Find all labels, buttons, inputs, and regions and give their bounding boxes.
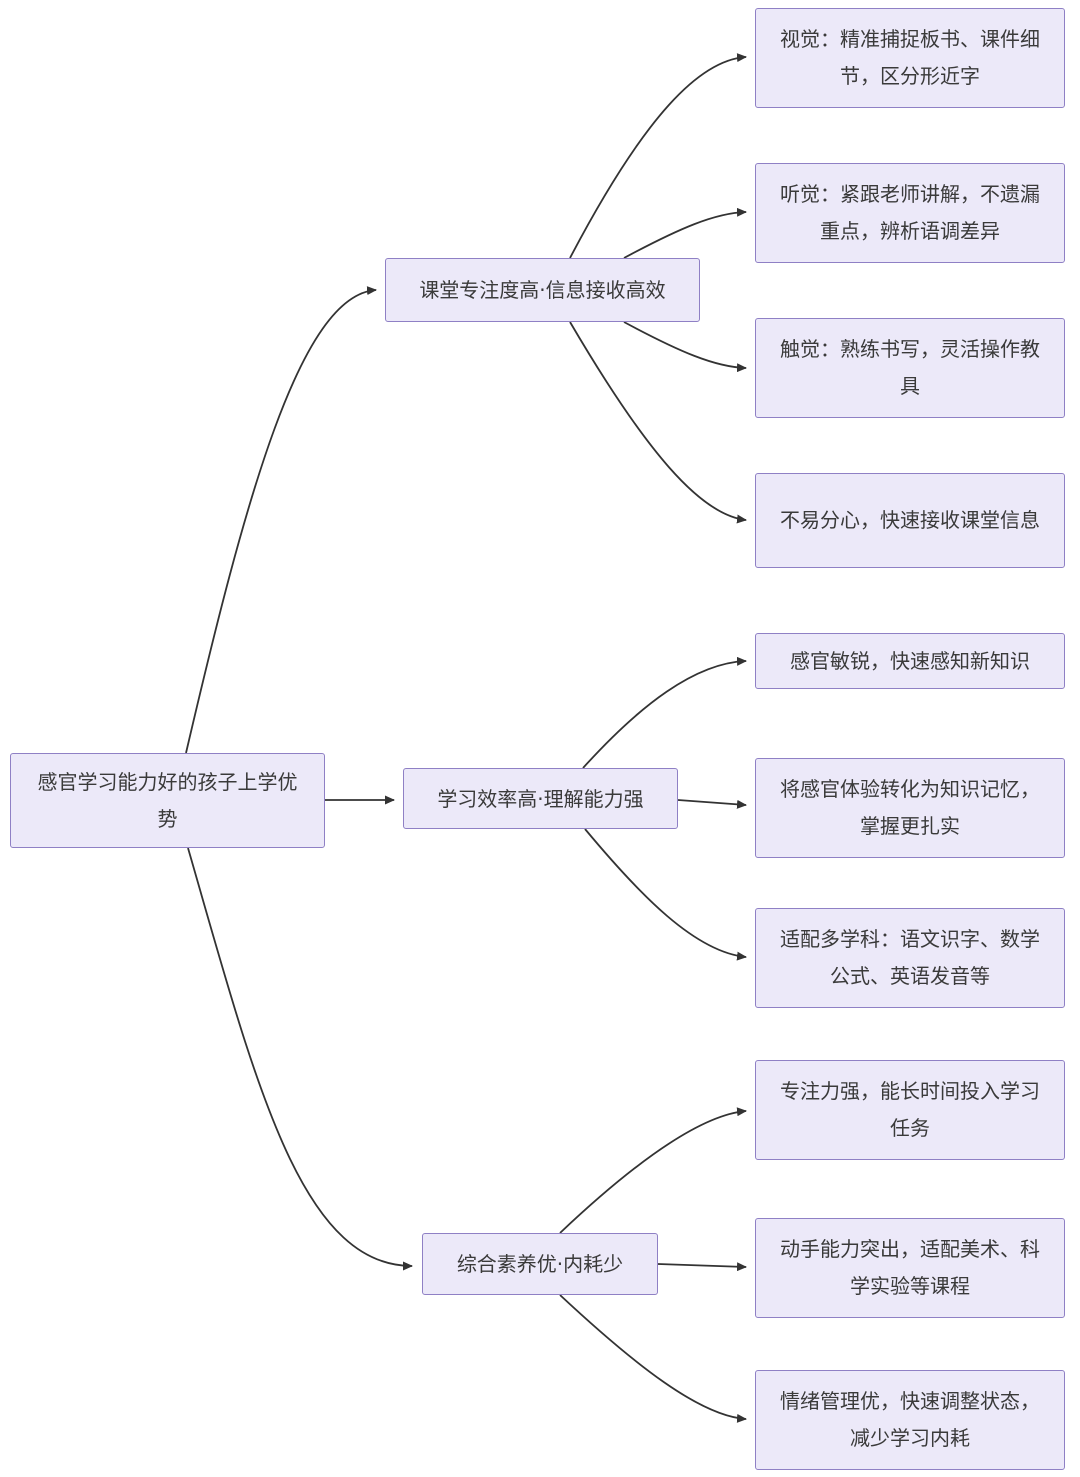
edge-root-branch3 — [187, 847, 413, 1271]
edge-branch2-leaf2 — [677, 799, 747, 809]
branch-node-1: 课堂专注度高·信息接收高效 — [385, 258, 700, 322]
edge-branch3-leaf2 — [657, 1262, 747, 1272]
leaf-node-3-3: 情绪管理优，快速调整状态，减少学习内耗 — [755, 1370, 1065, 1470]
leaf-node-1-4: 不易分心，快速接收课堂信息 — [755, 473, 1065, 568]
edge-branch3-leaf1 — [559, 1107, 747, 1234]
edge-branch3-leaf3 — [559, 1294, 747, 1423]
leaf-node-1-2: 听觉：紧跟老师讲解，不遗漏重点，辨析语调差异 — [755, 163, 1065, 263]
edge-branch2-leaf3 — [584, 828, 747, 961]
branch-node-2: 学习效率高·理解能力强 — [403, 768, 678, 829]
leaf-node-2-1: 感官敏锐，快速感知新知识 — [755, 633, 1065, 689]
leaf-node-1-3: 触觉：熟练书写，灵活操作教具 — [755, 318, 1065, 418]
edge-branch1-leaf2 — [623, 207, 747, 259]
leaf-node-2-3: 适配多学科：语文识字、数学公式、英语发音等 — [755, 908, 1065, 1008]
edge-branch2-leaf1 — [582, 656, 747, 769]
edge-branch1-leaf3 — [623, 321, 747, 373]
branch-node-3: 综合素养优·内耗少 — [422, 1233, 658, 1295]
edge-branch1-leaf4 — [569, 321, 747, 524]
edge-root-branch1 — [185, 286, 377, 754]
root-node: 感官学习能力好的孩子上学优势 — [10, 753, 325, 848]
leaf-node-3-1: 专注力强，能长时间投入学习任务 — [755, 1060, 1065, 1160]
leaf-node-2-2: 将感官体验转化为知识记忆，掌握更扎实 — [755, 758, 1065, 858]
leaf-node-1-1: 视觉：精准捕捉板书、课件细节，区分形近字 — [755, 8, 1065, 108]
leaf-node-3-2: 动手能力突出，适配美术、科学实验等课程 — [755, 1218, 1065, 1318]
edge-branch1-leaf1 — [569, 53, 747, 259]
